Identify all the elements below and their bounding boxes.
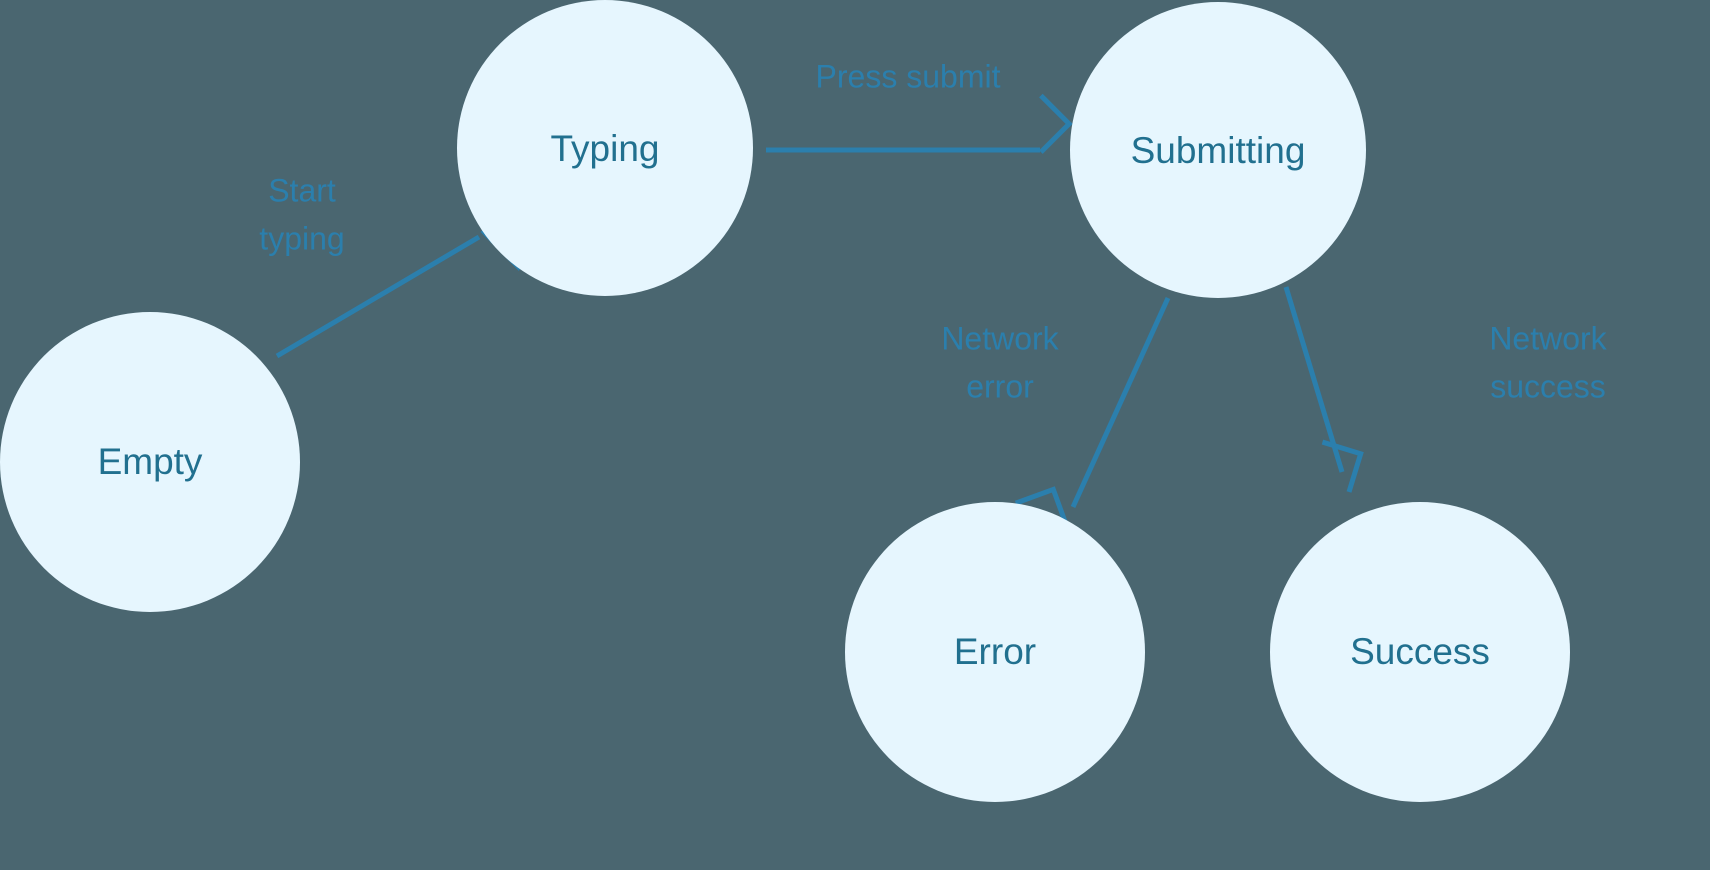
node-success-circle[interactable] <box>1270 502 1570 802</box>
edge-label-typing-to-submitting: Press submit <box>816 58 1001 94</box>
edge-submitting-to-error <box>1014 296 1171 528</box>
node-empty[interactable]: Empty <box>0 312 300 612</box>
edge-label-submitting-to-success-line-2: success <box>1490 368 1606 404</box>
edge-submitting-to-error-line <box>1070 296 1171 509</box>
edge-label-typing-to-submitting-line-1: Press submit <box>816 58 1001 94</box>
edge-typing-to-submitting-arrowhead <box>1039 93 1073 154</box>
edge-label-empty-to-typing-line-2: typing <box>259 220 344 256</box>
edge-label-submitting-to-error-line-2: error <box>966 368 1034 404</box>
edge-submitting-to-success-line <box>1283 286 1345 473</box>
edge-label-submitting-to-error: Network error <box>941 320 1059 404</box>
node-success-label: Success <box>1350 631 1490 672</box>
node-empty-label: Empty <box>98 441 203 482</box>
edge-label-submitting-to-success: Network success <box>1489 320 1607 404</box>
edge-label-submitting-to-success-line-1: Network <box>1489 320 1607 356</box>
node-error-label: Error <box>954 631 1036 672</box>
node-error[interactable]: Error <box>845 502 1145 802</box>
node-submitting-label: Submitting <box>1131 130 1306 171</box>
edge-label-empty-to-typing-line-1: Start <box>268 172 336 208</box>
edge-submitting-to-success <box>1283 286 1364 493</box>
edge-empty-to-typing-line <box>275 234 481 359</box>
node-success[interactable]: Success <box>1270 502 1570 802</box>
node-typing-label: Typing <box>550 128 659 169</box>
edge-label-submitting-to-error-line-1: Network <box>941 320 1059 356</box>
edge-submitting-to-error-arrowhead <box>1014 486 1070 528</box>
node-empty-circle[interactable] <box>0 312 300 612</box>
node-submitting[interactable]: Submitting <box>1070 2 1366 298</box>
node-submitting-circle[interactable] <box>1070 2 1366 298</box>
node-error-circle[interactable] <box>845 502 1145 802</box>
edge-submitting-to-success-arrowhead <box>1321 439 1364 493</box>
edge-typing-to-submitting <box>766 93 1073 154</box>
edge-label-empty-to-typing: Start typing <box>259 172 344 256</box>
node-typing[interactable]: Typing <box>457 0 753 296</box>
node-typing-circle[interactable] <box>457 0 753 296</box>
